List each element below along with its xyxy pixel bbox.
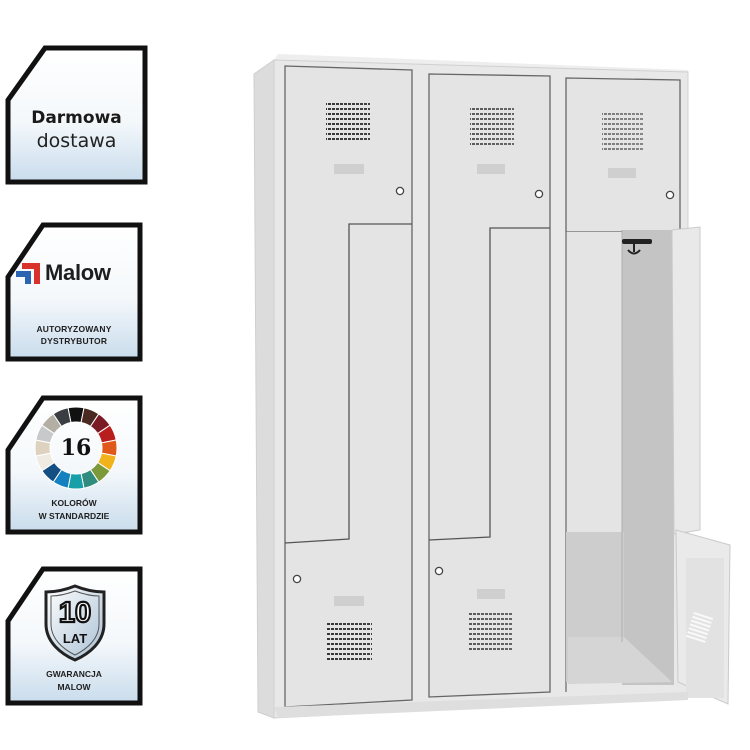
badge-line-2: W STANDARDZIE	[38, 511, 110, 521]
locker-door-3-open[interactable]	[672, 227, 730, 704]
warranty-years: 10	[59, 597, 91, 629]
authorized-distributor-badge: Malow AUTORYZOWANY DYSTRYBUTOR	[5, 222, 143, 362]
free-shipping-badge: Darmowa dostawa	[5, 45, 148, 185]
badge-title: Darmowa	[31, 108, 122, 128]
locker-column-2	[428, 73, 551, 698]
warranty-badge: 10 LAT GWARANCJA MALOW	[5, 566, 143, 706]
brand-name: Malow	[45, 260, 111, 285]
malow-logo: Malow	[15, 260, 111, 286]
badge-line-1: AUTORYZOWANY	[36, 324, 112, 334]
warranty-unit: LAT	[63, 631, 87, 646]
badge-line-2: MALOW	[57, 682, 91, 692]
shield-icon: 10 LAT	[44, 584, 106, 662]
locker-door-1-top[interactable]	[285, 66, 412, 546]
color-count: 16	[60, 435, 92, 461]
badge-subtitle: dostawa	[36, 130, 117, 152]
locker-column-1	[284, 65, 413, 708]
locker-door-3-top[interactable]	[566, 78, 680, 232]
badge-frame	[5, 45, 148, 185]
locker-column-3	[565, 77, 731, 705]
badge-line-2: DYSTRYBUTOR	[40, 336, 108, 346]
locker-door-1-bottom[interactable]	[285, 539, 412, 707]
badge-frame	[5, 222, 143, 362]
locker-door-2-bottom[interactable]	[429, 537, 550, 697]
malow-logo-icon	[16, 263, 40, 284]
color-wheel-icon	[34, 406, 118, 490]
locker-illustration	[253, 54, 731, 719]
colors-badge: 16 KOLORÓW W STANDARDZIE	[5, 395, 143, 535]
badge-line-1: KOLORÓW	[51, 498, 97, 508]
locker-product-image	[248, 52, 748, 732]
locker-door-2-top[interactable]	[429, 74, 550, 540]
badge-line-1: GWARANCJA	[46, 669, 102, 679]
